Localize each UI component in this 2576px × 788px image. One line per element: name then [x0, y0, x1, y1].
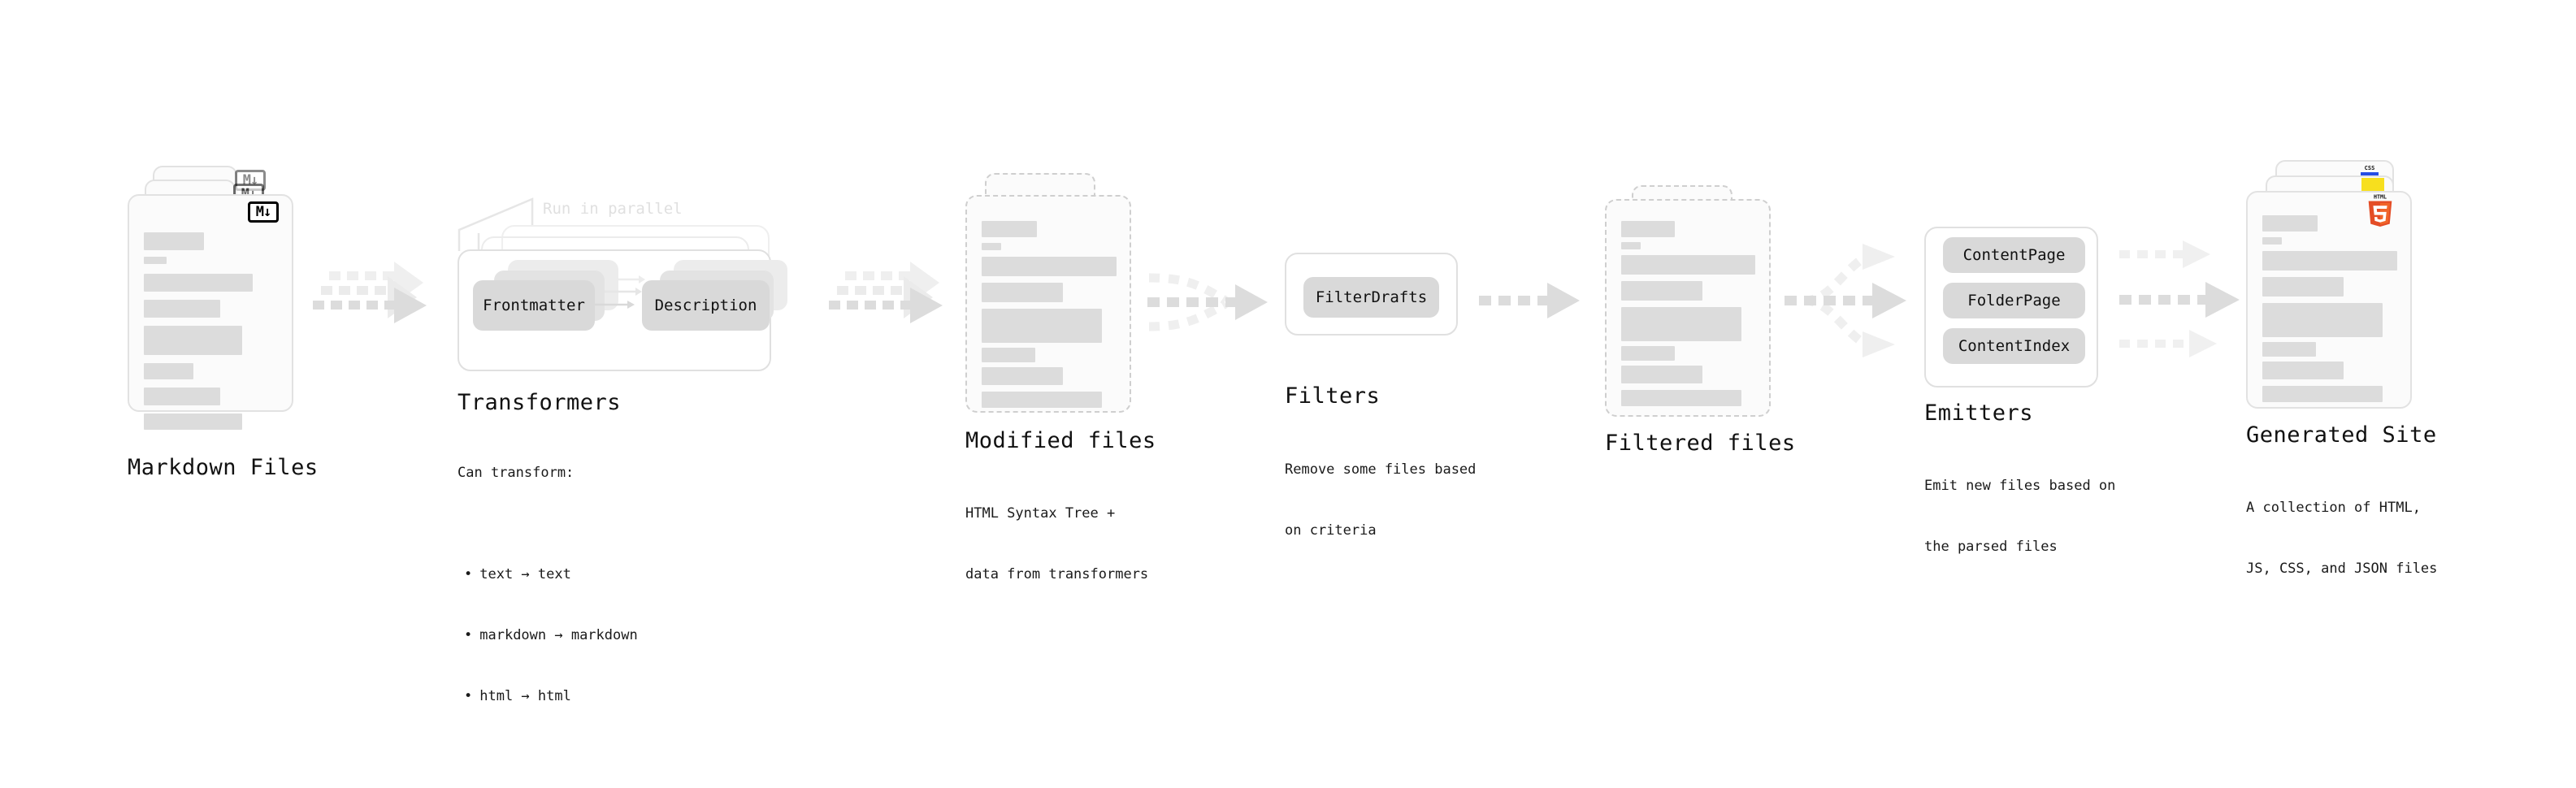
stage-title-filtered: Filtered files	[1605, 431, 1796, 456]
arrow-transformers-to-modified	[829, 262, 943, 323]
transform-bullet-list: text → text markdown → markdown html → h…	[458, 524, 638, 747]
arrow-markdown-to-transformers	[313, 262, 427, 323]
pipeline-diagram: M↓ M↓ M↓ Markdown Files	[0, 0, 2576, 681]
stage-caption-generated: A collection of HTML, JS, CSS, and JSON …	[2246, 457, 2437, 620]
css3-logo-icon: CSS	[2361, 165, 2379, 175]
emitter-chip-contentindex[interactable]: ContentIndex	[1943, 328, 2085, 364]
filter-chip-filterdrafts[interactable]: FilterDrafts	[1303, 277, 1439, 318]
parallel-bracket	[458, 197, 534, 251]
list-item: text → text	[459, 565, 638, 585]
run-in-parallel-label: Run in parallel	[543, 200, 683, 218]
transformer-inner-arrows	[592, 275, 645, 309]
arrow-modified-to-filters	[1147, 273, 1268, 331]
arrow-emitters-to-site	[2119, 240, 2240, 357]
html5-logo-icon: HTML	[2368, 194, 2392, 227]
caption-line: the parsed files	[1924, 539, 2058, 555]
stage-caption-emitters: Emit new files based on the parsed files	[1924, 435, 2115, 598]
caption-head: Can transform:	[458, 465, 575, 481]
transformer-chip-description[interactable]: Description	[642, 280, 770, 331]
transformer-chip-frontmatter[interactable]: Frontmatter	[473, 280, 595, 331]
stage-title-markdown: Markdown Files	[128, 455, 319, 480]
caption-line: A collection of HTML,	[2246, 500, 2421, 516]
caption-line: data from transformers	[965, 566, 1149, 582]
arrow-filtered-to-emitters	[1785, 244, 1906, 357]
stage-title-emitters: Emitters	[1924, 400, 2034, 426]
stage-title-transformers: Transformers	[458, 390, 622, 415]
stage-title-generated: Generated Site	[2246, 422, 2437, 448]
stage-caption-filters: Remove some files based on criteria	[1285, 419, 1476, 582]
list-item: html → html	[459, 686, 638, 707]
caption-line: Remove some files based	[1285, 461, 1477, 478]
caption-line: Emit new files based on	[1924, 478, 2116, 494]
emitter-chip-folderpage[interactable]: FolderPage	[1943, 283, 2085, 318]
markdown-logo-icon: M↓	[248, 201, 279, 223]
list-item: markdown → markdown	[459, 626, 637, 646]
stage-title-filters: Filters	[1285, 383, 1381, 409]
caption-line: on criteria	[1285, 522, 1377, 539]
stage-caption-modified: HTML Syntax Tree + data from transformer…	[965, 463, 1148, 626]
js-logo-icon	[2361, 178, 2384, 191]
emitter-chip-contentpage[interactable]: ContentPage	[1943, 237, 2085, 273]
caption-line: HTML Syntax Tree +	[965, 505, 1116, 522]
stage-title-modified: Modified files	[965, 428, 1156, 453]
stage-caption-transformers: Can transform: text → text markdown → ma…	[458, 422, 638, 788]
caption-line: JS, CSS, and JSON files	[2246, 561, 2438, 577]
svg-text:HTML: HTML	[2374, 194, 2387, 201]
arrow-filters-to-filtered	[1479, 283, 1580, 318]
